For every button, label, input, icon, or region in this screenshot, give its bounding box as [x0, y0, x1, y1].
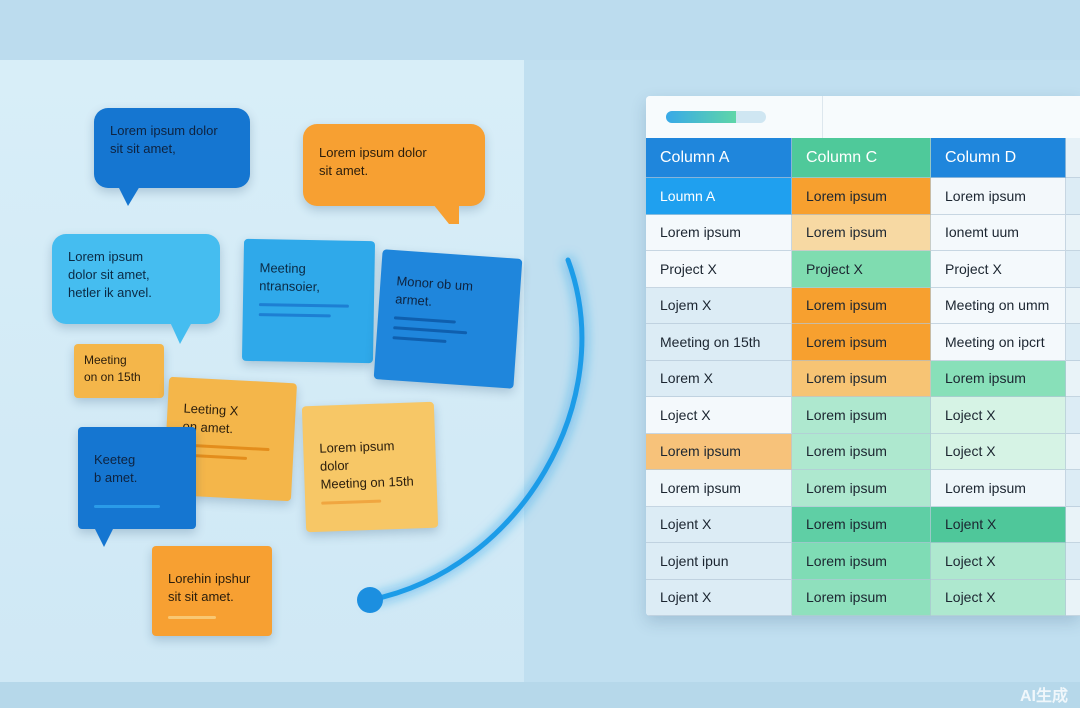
column-header-empty — [1066, 138, 1080, 178]
bottom-band — [0, 682, 1080, 708]
progress-fill — [666, 111, 736, 123]
table-cell[interactable]: Lorem ipsum — [792, 287, 931, 324]
table-cell[interactable]: Loject X — [931, 397, 1066, 434]
bubble-tail — [94, 527, 114, 547]
watermark: AI生成 — [1019, 688, 1068, 705]
note-text: Leeting X on amet. — [182, 400, 239, 437]
table-cell-empty — [1066, 433, 1080, 470]
bubble-tail — [118, 186, 140, 206]
speech-bubble-light-blue[interactable]: Lorem ipsum dolor sit amet, hetler ik an… — [52, 234, 220, 344]
table-cell-empty — [1066, 324, 1080, 361]
table-cell[interactable]: Lorem ipsum — [792, 324, 931, 361]
column-header[interactable]: Column A — [646, 138, 792, 178]
table-cell-empty — [1066, 579, 1080, 616]
table-cell-empty — [1066, 397, 1080, 434]
table-cell-empty — [1066, 470, 1080, 507]
progress-bar — [666, 111, 766, 123]
table-cell-empty — [1066, 543, 1080, 580]
table-cell[interactable]: Lorem ipsum — [792, 470, 931, 507]
bubble-tail — [170, 322, 192, 344]
table-cell-empty — [1066, 178, 1080, 215]
sticky-note-small-orange[interactable]: Meeting on on 15th — [74, 344, 164, 398]
bubble-text: Lorem ipsum dolor sit sit amet, — [110, 123, 218, 156]
table-cell[interactable]: Project X — [931, 251, 1066, 288]
table-cell-empty — [1066, 506, 1080, 543]
note-lines — [94, 505, 180, 508]
table-cell[interactable]: Lojent X — [646, 579, 792, 616]
table-cell[interactable]: Lorem X — [646, 360, 792, 397]
table-cell[interactable]: Meeting on ipcrt — [931, 324, 1066, 361]
table-cell[interactable]: Project X — [792, 251, 931, 288]
table-cell[interactable]: Ionemt uum — [931, 214, 1066, 251]
table-cell[interactable]: Lorem ipsum — [646, 470, 792, 507]
table-cell[interactable]: Lorem ipsum — [792, 360, 931, 397]
speech-bubble-blue-2[interactable]: Keeteg b amet. — [78, 427, 196, 547]
table-cell-empty — [1066, 251, 1080, 288]
note-text: Meeting on on 15th — [84, 353, 141, 384]
table-cell[interactable]: Meeting on umm — [931, 287, 1066, 324]
table-cell[interactable]: Project X — [646, 251, 792, 288]
table-cell[interactable]: Meeting on 15th — [646, 324, 792, 361]
table-cell[interactable]: Lorem ipsum — [792, 433, 931, 470]
table-cell[interactable]: Lorem ipsum — [792, 506, 931, 543]
table-cell[interactable]: Loject X — [931, 433, 1066, 470]
speech-bubble-orange-1[interactable]: Lorem ipsum dolor sit amet. — [303, 124, 485, 224]
table-cell[interactable]: Lorem ipsum — [931, 178, 1066, 215]
bubble-text: Lorem ipsum dolor sit amet. — [319, 145, 427, 178]
column-header[interactable]: Column D — [931, 138, 1066, 178]
top-band — [0, 0, 1080, 60]
bubble-text: Keeteg b amet. — [94, 452, 138, 485]
toolbar-divider — [822, 96, 823, 138]
table-cell[interactable]: Lorem ipsum — [792, 178, 931, 215]
table-cell[interactable]: Loumn A — [646, 178, 792, 215]
table-cell[interactable]: Lorem ipsum — [646, 433, 792, 470]
table-cell[interactable]: Loject X — [931, 579, 1066, 616]
bubble-text: Lorem ipsum dolor sit amet, hetler ik an… — [68, 249, 152, 300]
connector-line[interactable] — [340, 250, 600, 620]
note-text: Lorehin ipshur sit sit amet. — [168, 571, 251, 604]
table-cell[interactable]: Loject X — [931, 543, 1066, 580]
table-cell[interactable]: Lojent X — [646, 506, 792, 543]
table-cell[interactable]: Lorem ipsum — [792, 543, 931, 580]
table-cell[interactable]: Lorem ipsum — [646, 214, 792, 251]
table-cell[interactable]: Lojent X — [931, 506, 1066, 543]
table-cell-empty — [1066, 214, 1080, 251]
table-cell[interactable]: Lorem ipsum — [931, 470, 1066, 507]
connector-endpoint[interactable] — [357, 587, 383, 613]
table-cell[interactable]: Lorem ipsum — [931, 360, 1066, 397]
table-cell-empty — [1066, 287, 1080, 324]
bubble-tail — [433, 204, 459, 224]
table-cell[interactable]: Loject X — [646, 397, 792, 434]
table-cell[interactable]: Lorem ipsum — [792, 214, 931, 251]
note-lines — [168, 616, 256, 619]
table-toolbar — [646, 96, 1080, 139]
table-cell[interactable]: Lorem ipsum — [792, 579, 931, 616]
column-header[interactable]: Column C — [792, 138, 931, 178]
sticky-note-orange-bottom[interactable]: Lorehin ipshur sit sit amet. — [152, 546, 272, 636]
speech-bubble-blue-1[interactable]: Lorem ipsum dolor sit sit amet, — [94, 108, 250, 206]
table-cell[interactable]: Lojem X — [646, 287, 792, 324]
table-cell[interactable]: Lorem ipsum — [792, 397, 931, 434]
table-cell-empty — [1066, 360, 1080, 397]
table-cell[interactable]: Lojent ipun — [646, 543, 792, 580]
